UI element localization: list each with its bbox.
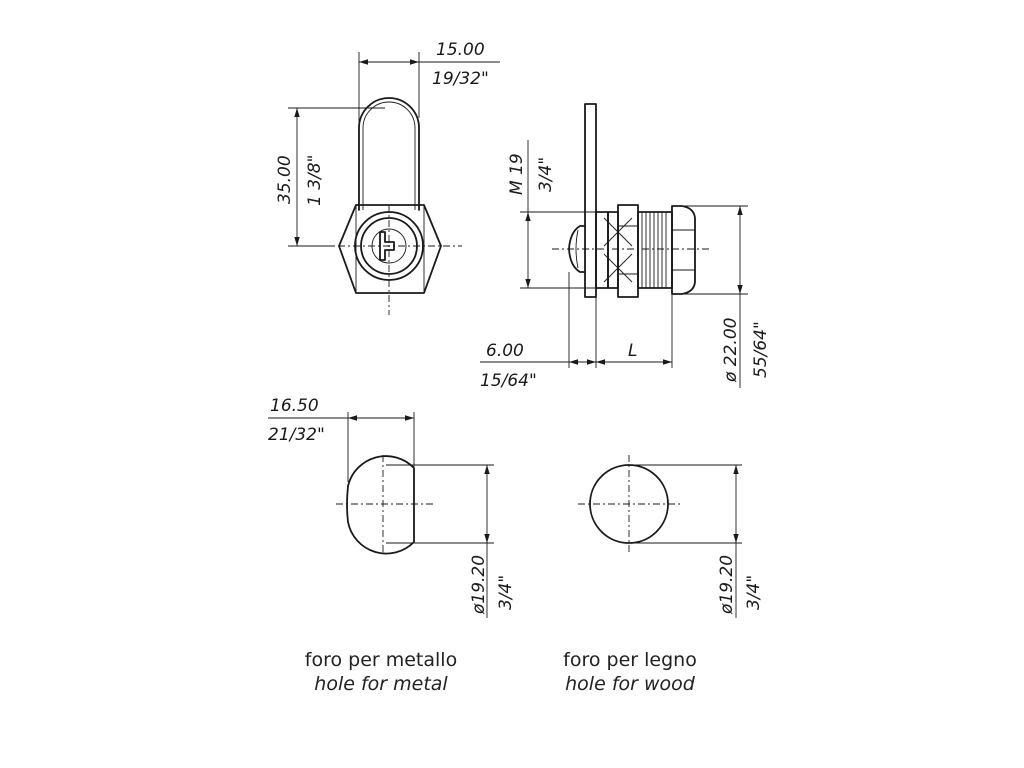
cam-blade-inner	[362, 101, 416, 210]
dim-flat-mm: 16.50	[270, 396, 319, 416]
caption-metal-en: hole for metal	[314, 673, 448, 695]
hex-nut-side	[617, 204, 639, 298]
cam-plate	[584, 103, 597, 298]
dim-wood-dia-mm: ø19.20	[717, 555, 737, 615]
dim-metal-dia-in: 3/4"	[496, 575, 516, 610]
dim-flat-in: 21/32"	[268, 425, 325, 445]
dim-height-in: 1 3/8"	[305, 155, 325, 206]
dim-shoulder-mm: 6.00	[486, 341, 524, 361]
dim-top-width-in: 19/32"	[432, 69, 489, 89]
body-shank	[595, 211, 609, 289]
threaded-body	[637, 211, 673, 289]
dim-metal-dia-mm: ø19.20	[469, 555, 489, 615]
dim-wood-dia-in: 3/4"	[744, 575, 764, 610]
keyway	[379, 231, 395, 261]
front-view: 15.00 19/32" 35.00 1 3/8"	[275, 40, 500, 315]
hole-metal-view: 16.50 21/32" ø19.20 3/4"	[268, 396, 516, 618]
caption-wood-it: foro per legno	[563, 649, 697, 671]
dim-thread-in: 3/4"	[536, 157, 556, 192]
dim-length-label: L	[628, 341, 637, 361]
hole-metal-outline	[346, 455, 415, 555]
caption-metal: foro per metallo hole for metal	[271, 648, 491, 696]
caption-metal-it: foro per metallo	[304, 649, 458, 671]
cam-blade	[358, 97, 420, 211]
dim-head-dia-mm: ø 22.00	[721, 318, 741, 383]
dim-thread-mm: M 19	[507, 153, 527, 195]
dim-top-width-mm: 15.00	[436, 40, 485, 60]
caption-wood: foro per legno hole for wood	[520, 648, 740, 696]
thread-lines	[603, 212, 667, 288]
lock-head	[671, 205, 696, 295]
dim-shoulder-in: 15/64"	[480, 371, 537, 391]
hole-wood-view: ø19.20 3/4"	[578, 455, 764, 618]
side-view: M 19 3/4" ø 22.00 55/64" 6.00 15/64" L	[480, 103, 771, 391]
dim-height-mm: 35.00	[275, 155, 295, 204]
dim-head-dia-in: 55/64"	[751, 321, 771, 378]
caption-wood-en: hole for wood	[565, 673, 695, 695]
